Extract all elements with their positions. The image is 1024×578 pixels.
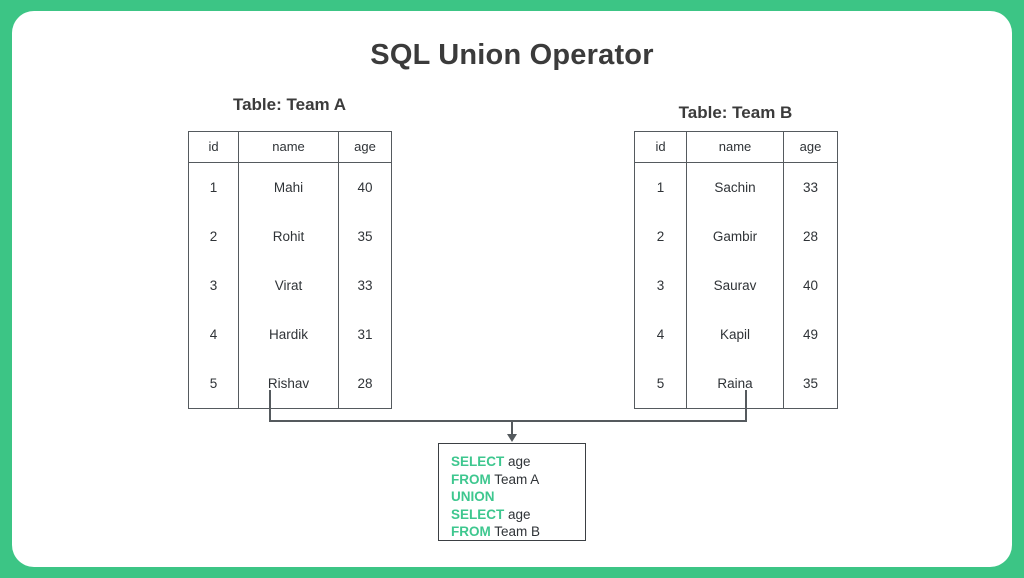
cell-name: Kapil (686, 310, 784, 359)
cell-id: 4 (634, 310, 687, 359)
sql-keyword: FROM (451, 524, 491, 539)
sql-line: SELECT age (451, 453, 585, 471)
table-row: 4 Kapil 49 (634, 310, 838, 359)
sql-query-box: SELECT age FROM Team A UNION SELECT age … (438, 443, 586, 541)
table-row: 3 Saurav 40 (634, 261, 838, 310)
sql-keyword: FROM (451, 471, 491, 487)
sql-arg: Team A (490, 471, 540, 487)
cell-name: Sachin (686, 162, 784, 212)
cell-id: 4 (188, 310, 239, 359)
table-b-caption: Table: Team B (678, 103, 793, 122)
table-team-a: id name age 1 Mahi 40 2 Rohit 35 3 Virat… (188, 131, 392, 409)
cell-id: 1 (188, 162, 239, 212)
sql-arg: age (504, 454, 531, 469)
sql-line: UNION (451, 488, 585, 506)
cell-name: Gambir (686, 212, 784, 261)
cell-id: 3 (634, 261, 687, 310)
cell-age: 31 (338, 310, 392, 359)
sql-keyword: SELECT (451, 506, 505, 522)
connector-horizontal (269, 420, 747, 422)
cell-age: 40 (338, 162, 392, 212)
page-title: SQL Union Operator (370, 39, 654, 71)
table-b-header-row: id name age (634, 131, 838, 163)
connector-right-vertical (745, 390, 747, 422)
connector-left-vertical (269, 390, 271, 422)
table-a-col-age: age (338, 131, 392, 163)
cell-id: 2 (634, 212, 687, 261)
table-row: 5 Rishav 28 (188, 359, 392, 409)
table-row: 5 Raina 35 (634, 359, 838, 409)
sql-keyword: UNION (451, 489, 495, 504)
cell-id: 2 (188, 212, 239, 261)
table-row: 4 Hardik 31 (188, 310, 392, 359)
table-row: 2 Gambir 28 (634, 212, 838, 261)
sql-line: FROM Team A (451, 471, 585, 489)
table-b-col-name: name (686, 131, 784, 163)
cell-name: Virat (238, 261, 339, 310)
cell-id: 3 (188, 261, 239, 310)
table-b-col-age: age (783, 131, 838, 163)
table-a-col-name: name (238, 131, 339, 163)
table-row: 2 Rohit 35 (188, 212, 392, 261)
cell-age: 28 (783, 212, 838, 261)
cell-id: 5 (634, 359, 687, 409)
connector-down-stem (511, 420, 513, 436)
table-b-col-id: id (634, 131, 687, 163)
sql-arg: Team B (490, 524, 541, 539)
table-row: 3 Virat 33 (188, 261, 392, 310)
table-b-caption-wrap: Table: Team B (634, 103, 837, 123)
table-row: 1 Sachin 33 (634, 162, 838, 212)
cell-age: 35 (338, 212, 392, 261)
cell-id: 5 (188, 359, 239, 409)
arrow-head-icon (507, 434, 517, 442)
cell-age: 28 (338, 359, 392, 409)
cell-age: 33 (783, 162, 838, 212)
table-row: 1 Mahi 40 (188, 162, 392, 212)
cell-name: Rishav (238, 359, 339, 409)
cell-name: Hardik (238, 310, 339, 359)
cell-age: 40 (783, 261, 838, 310)
sql-line: SELECT age (451, 506, 585, 524)
table-a-header-row: id name age (188, 131, 392, 163)
cell-name: Saurav (686, 261, 784, 310)
table-a-caption-wrap: Table: Team A (188, 95, 391, 115)
cell-name: Mahi (238, 162, 339, 212)
sql-arg: age (504, 506, 531, 522)
cell-name: Raina (686, 359, 784, 409)
cell-age: 33 (338, 261, 392, 310)
cell-age: 49 (783, 310, 838, 359)
table-a-col-id: id (188, 131, 239, 163)
table-a-caption: Table: Team A (232, 95, 347, 114)
cell-name: Rohit (238, 212, 339, 261)
cell-age: 35 (783, 359, 838, 409)
sql-keyword: SELECT (451, 454, 505, 469)
table-team-b: id name age 1 Sachin 33 2 Gambir 28 3 Sa… (634, 131, 838, 409)
cell-id: 1 (634, 162, 687, 212)
sql-line: FROM Team B (451, 523, 585, 541)
